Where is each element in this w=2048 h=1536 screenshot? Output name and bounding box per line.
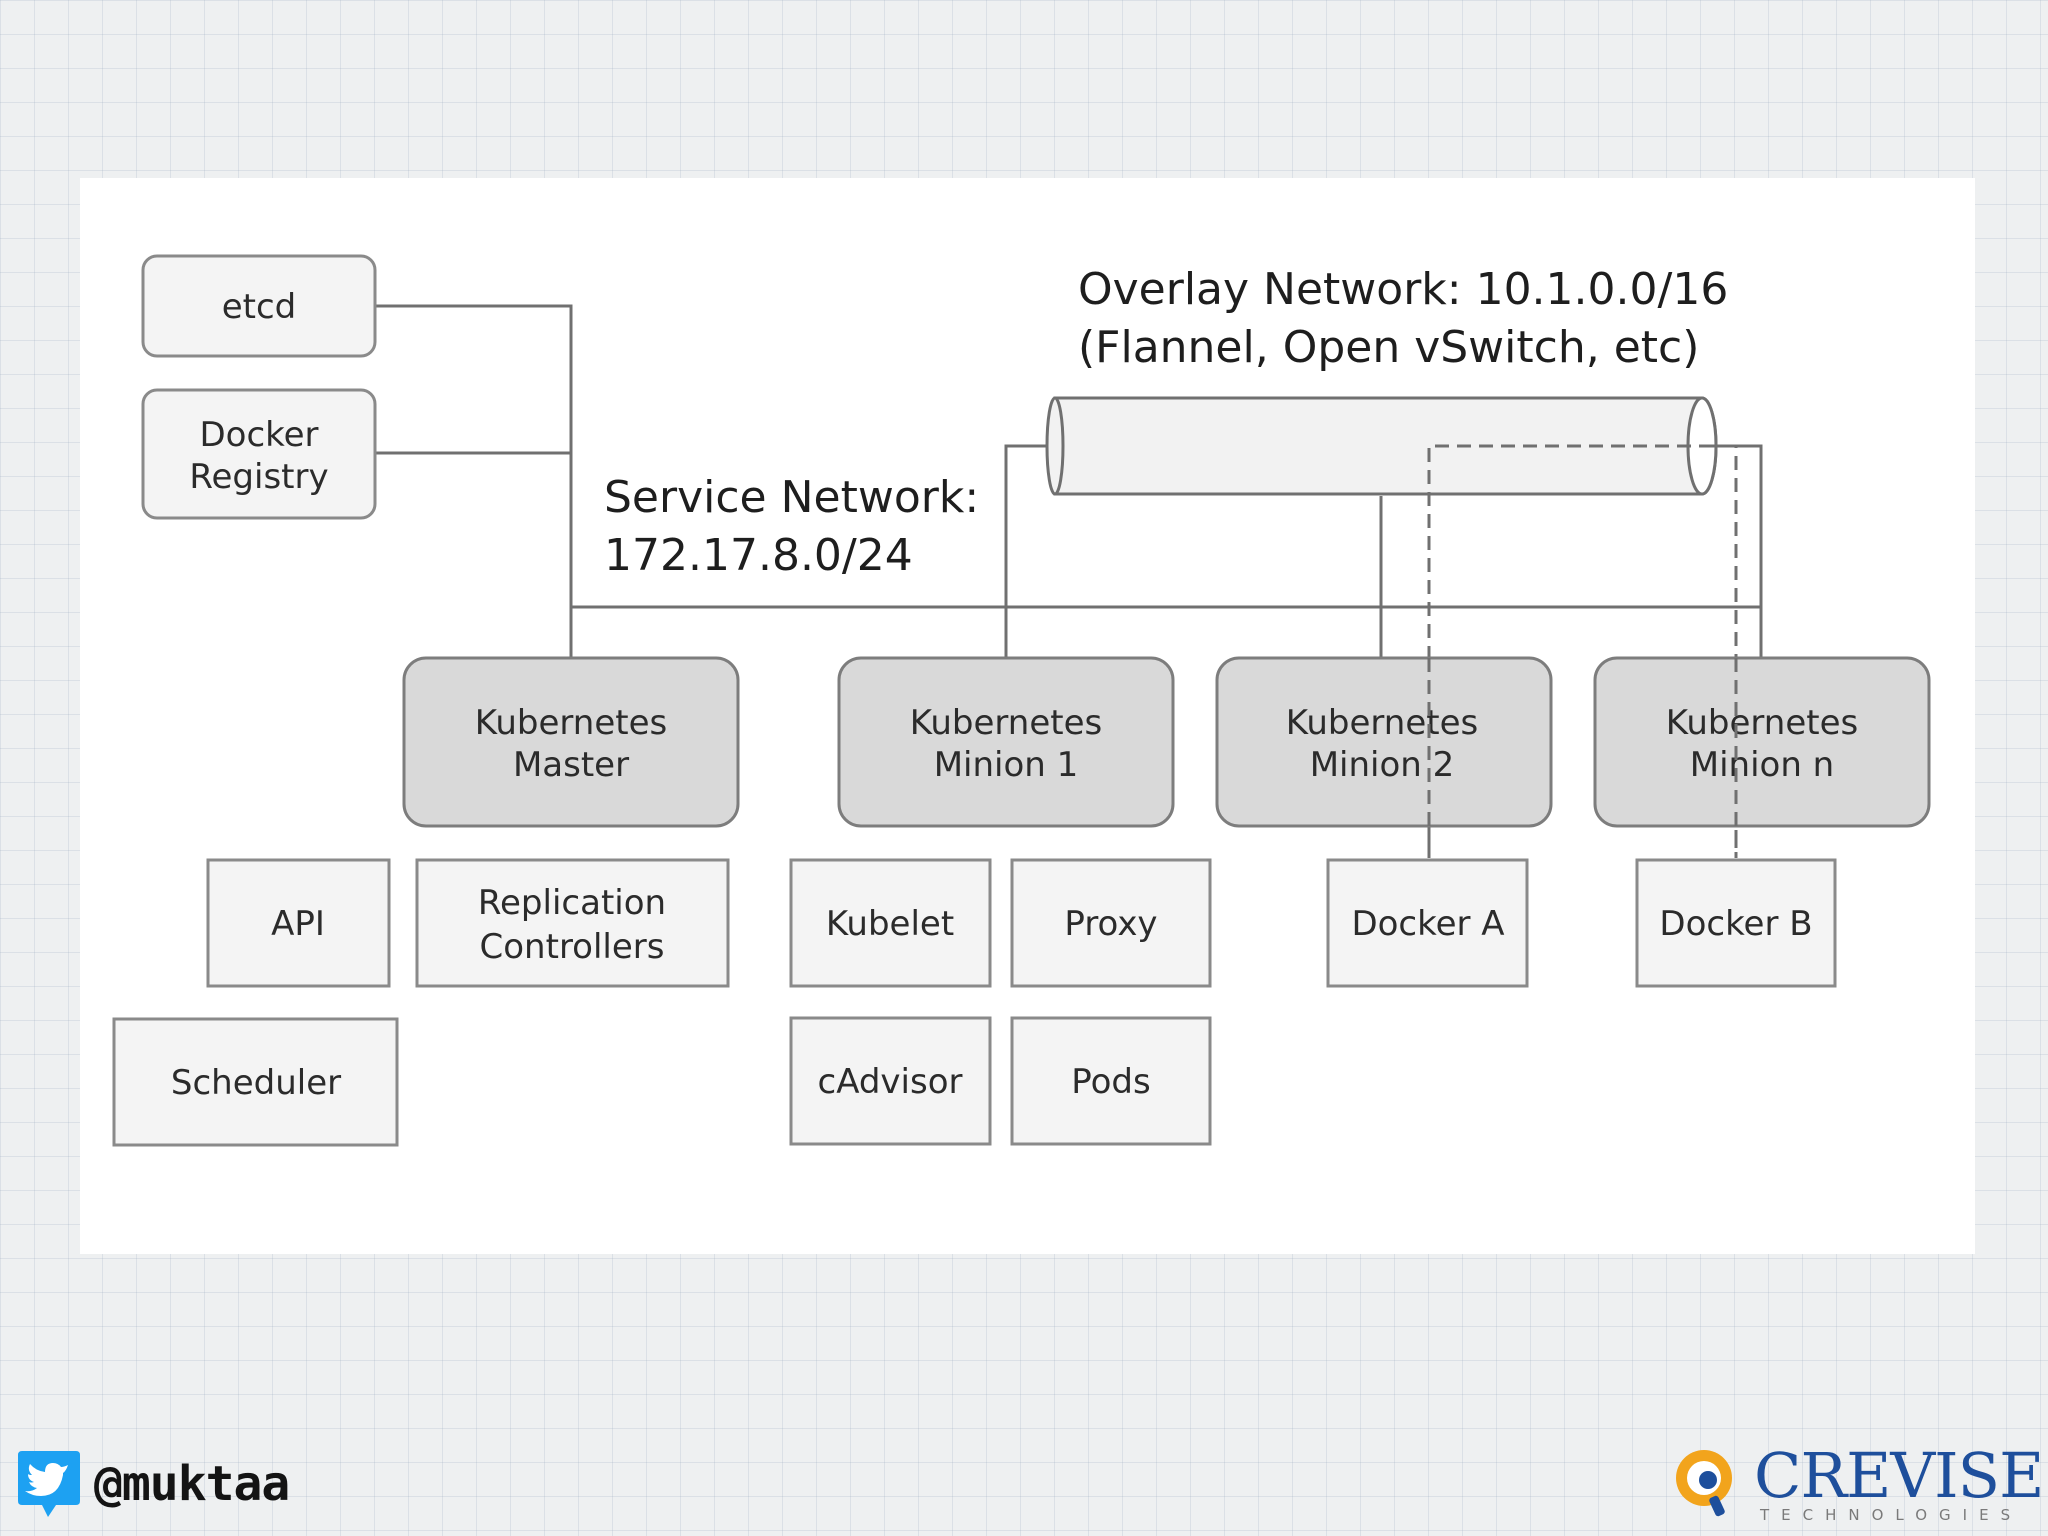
twitter-handle-block: @muktaa [14, 1448, 290, 1520]
svg-text:cAdvisor: cAdvisor [818, 1062, 963, 1102]
svg-text:Proxy: Proxy [1064, 904, 1157, 944]
overlay-dashed-over-nodes [1427, 658, 1738, 858]
docker-a-box: Docker A [1326, 858, 1529, 988]
etcd-box: etcd [141, 254, 377, 358]
brand-name: CREVISE [1754, 1439, 2044, 1512]
twitter-bird-icon [18, 1451, 80, 1517]
kubelet-box: Kubelet [789, 858, 992, 988]
svg-text:Docker: Docker [199, 415, 318, 455]
svg-text:Kubernetes: Kubernetes [475, 703, 667, 743]
overlay-network-tube [1045, 396, 1718, 496]
svg-text:Minion 1: Minion 1 [934, 745, 1079, 785]
svg-text:Kubernetes: Kubernetes [910, 703, 1102, 743]
scheduler-box: Scheduler [112, 1017, 399, 1147]
proxy-box: Proxy [1010, 858, 1212, 988]
kubernetes-minion-1-node: Kubernetes Minion 1 [837, 656, 1175, 828]
svg-text:Registry: Registry [189, 457, 328, 497]
pods-box: Pods [1010, 1016, 1212, 1146]
kubernetes-master-node: Kubernetes Master [402, 656, 740, 828]
slide-panel: Overlay Network: 10.1.0.0/16 (Flannel, O… [80, 178, 1975, 1254]
svg-text:Pods: Pods [1071, 1062, 1150, 1102]
kubernetes-minion-2-node: Kubernetes Minion 2 [1215, 656, 1553, 828]
cadvisor-box: cAdvisor [789, 1016, 992, 1146]
svg-text:Docker B: Docker B [1659, 904, 1812, 944]
svg-text:Kubernetes: Kubernetes [1666, 703, 1858, 743]
svg-text:API: API [271, 904, 325, 944]
service-network-cidr: 172.17.8.0/24 [604, 530, 913, 581]
api-box: API [206, 858, 391, 988]
overlay-network-subtitle: (Flannel, Open vSwitch, etc) [1078, 322, 1699, 373]
overlay-network-title: Overlay Network: 10.1.0.0/16 [1078, 264, 1728, 315]
replication-controllers-box: Replication Controllers [415, 858, 730, 988]
svg-text:Minion n: Minion n [1690, 745, 1834, 785]
service-network-title: Service Network: [604, 472, 979, 523]
svg-text:Minion 2: Minion 2 [1310, 745, 1455, 785]
bulb-logo-icon [1676, 1450, 1732, 1517]
svg-text:Kubernetes: Kubernetes [1286, 703, 1478, 743]
svg-text:Kubelet: Kubelet [826, 904, 954, 944]
minion1-overlay-link [1004, 444, 1055, 658]
svg-text:Controllers: Controllers [480, 927, 665, 967]
svg-text:Replication: Replication [478, 883, 666, 923]
twitter-handle[interactable]: @muktaa [94, 1456, 290, 1512]
crevise-logo: CREVISE TECHNOLOGIES [1668, 1444, 2044, 1524]
docker-registry-box: Docker Registry [141, 388, 377, 520]
svg-text:Docker A: Docker A [1351, 904, 1504, 944]
brand-tagline: TECHNOLOGIES [1760, 1506, 2023, 1524]
svg-text:etcd: etcd [222, 287, 297, 327]
svg-text:Master: Master [513, 745, 629, 785]
docker-b-box: Docker B [1635, 858, 1837, 988]
etcd-link [375, 304, 573, 658]
kubernetes-architecture-diagram: Overlay Network: 10.1.0.0/16 (Flannel, O… [112, 254, 1931, 1147]
kubernetes-minion-n-node: Kubernetes Minion n [1593, 656, 1931, 828]
svg-text:Scheduler: Scheduler [171, 1063, 341, 1103]
